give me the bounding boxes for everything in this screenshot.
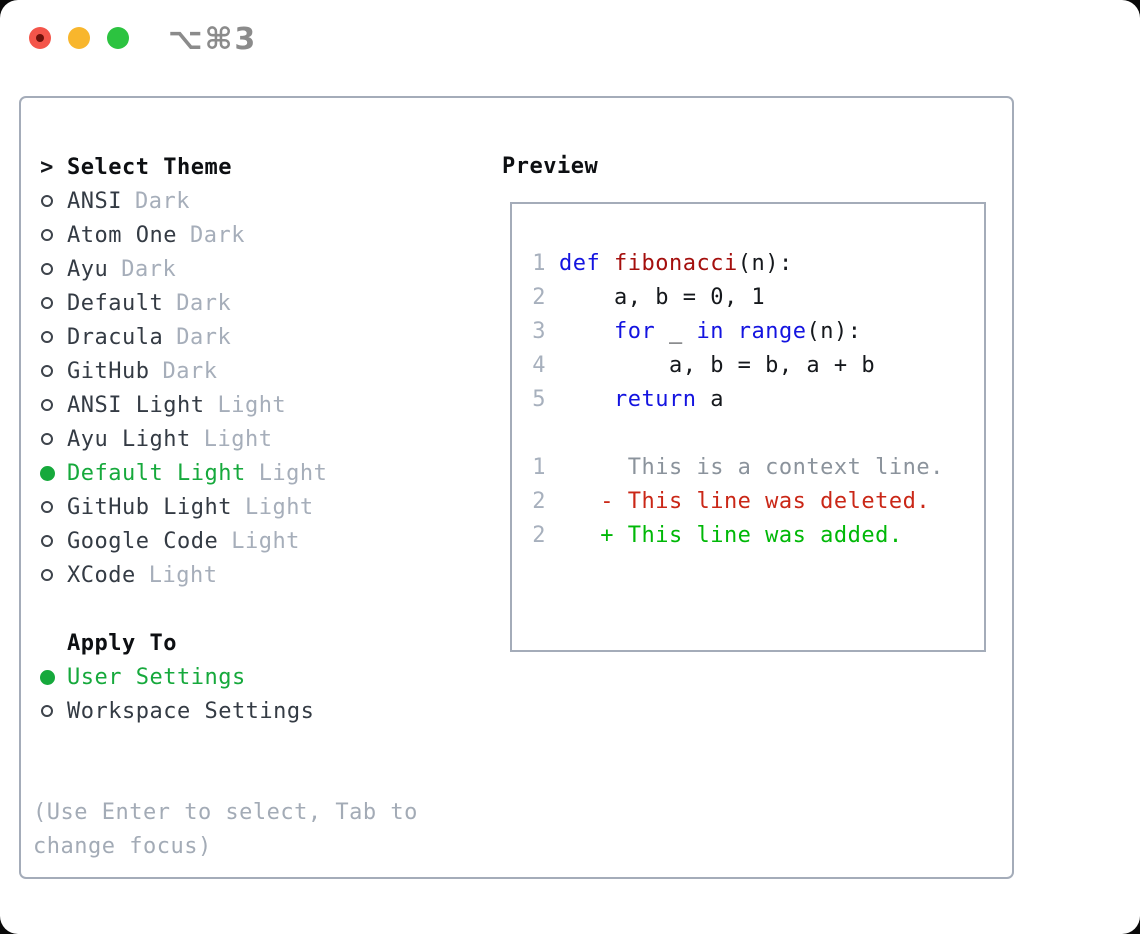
item-label: GitHub (67, 358, 150, 384)
window-title-shortcut: ⌥⌘3 (168, 22, 258, 57)
item-label: ANSI Light (67, 392, 205, 418)
radio-icon (41, 229, 53, 241)
theme-option-default-light[interactable]: Default Light Light (33, 456, 503, 490)
apply-option-user-settings[interactable]: User Settings (33, 660, 503, 694)
radio-icon (41, 331, 53, 343)
item-variant-badge: Dark (176, 324, 232, 350)
radio-icon (41, 365, 53, 377)
item-variant-badge: Light (244, 494, 314, 520)
code-text: + This line was added. (559, 523, 903, 548)
code-line: 2 a, b = 0, 1 (512, 281, 984, 315)
minimize-button[interactable] (68, 27, 90, 49)
theme-option-ansi[interactable]: ANSI Dark (33, 184, 503, 218)
theme-option-ayu[interactable]: Ayu Dark (33, 252, 503, 286)
help-text: (Use Enter to select, Tab to change focu… (33, 800, 418, 859)
item-label: XCode (67, 562, 136, 588)
item-variant-badge: Light (148, 562, 218, 588)
theme-option-ayu-light[interactable]: Ayu Light Light (33, 422, 503, 456)
line-number: 1 (532, 251, 546, 276)
preview-title: Preview (502, 154, 599, 179)
item-variant-badge: Dark (121, 256, 177, 282)
code-line: 5 return a (512, 383, 984, 417)
code-text: - This line was deleted. (559, 489, 931, 514)
item-label: Ayu Light (67, 426, 191, 452)
code-line: 2 + This line was added. (512, 519, 984, 553)
line-number: 2 (532, 285, 546, 310)
theme-list-title: Select Theme (67, 154, 232, 180)
line-number: 5 (532, 387, 546, 412)
item-label: Dracula (67, 324, 164, 350)
radio-icon (41, 501, 53, 513)
theme-option-atom-one[interactable]: Atom One Dark (33, 218, 503, 252)
radio-icon (41, 263, 53, 275)
apply-to-list: User Settings Workspace Settings (33, 660, 503, 728)
line-number: 2 (532, 489, 546, 514)
code-line: 1 def fibonacci(n): (512, 247, 984, 281)
item-variant-badge: Light (231, 528, 300, 554)
line-number: 2 (532, 523, 546, 548)
item-variant-badge: Light (217, 392, 287, 418)
theme-list-header-row: > Select Theme (33, 150, 503, 184)
line-number: 4 (532, 353, 546, 378)
item-variant-badge: Dark (162, 358, 218, 384)
code-line: 4 a, b = b, a + b (512, 349, 984, 383)
code-text: return a (613, 387, 724, 412)
item-label: Atom One (67, 222, 177, 248)
theme-option-ansi-light[interactable]: ANSI Light Light (33, 388, 503, 422)
apply-to-title: Apply To (67, 630, 177, 656)
code-line: 1 This is a context line. (512, 451, 984, 485)
item-variant-badge: Light (258, 460, 328, 486)
radio-icon (41, 569, 53, 581)
radio-icon (41, 399, 53, 411)
item-variant-badge: Dark (189, 222, 245, 248)
radio-icon (39, 465, 55, 481)
item-variant-badge: Dark (134, 188, 190, 214)
code-line (512, 417, 984, 451)
code-text: This is a context line. (559, 455, 944, 480)
radio-icon (41, 297, 53, 309)
radio-icon (41, 705, 53, 717)
line-number: 3 (532, 319, 546, 344)
titlebar: ⌥⌘3 (0, 0, 1140, 76)
record-dot-icon (36, 34, 44, 42)
item-label: Ayu (67, 256, 109, 282)
item-label: Default (67, 290, 164, 316)
item-label: GitHub Light (67, 494, 232, 520)
apply-option-workspace-settings[interactable]: Workspace Settings (33, 694, 503, 728)
code-text: a, b = 0, 1 (559, 285, 766, 310)
theme-option-github-light[interactable]: GitHub Light Light (33, 490, 503, 524)
main-panel: > Select Theme ANSI Dark Atom One Dark A… (19, 96, 1014, 879)
theme-option-xcode[interactable]: XCode Light (33, 558, 503, 592)
theme-option-default[interactable]: Default Dark (33, 286, 503, 320)
code-line: 2 - This line was deleted. (512, 485, 984, 519)
code-text: def fibonacci(n): (559, 251, 793, 276)
radio-icon (41, 535, 53, 547)
line-number (512, 417, 546, 451)
theme-list: ANSI Dark Atom One Dark Ayu Dark Default… (33, 184, 503, 592)
code-text: for _ in range(n): (613, 319, 862, 344)
code-preview: 1 def fibonacci(n): 2 a, b = 0, 1 3 for … (512, 247, 984, 553)
item-label: Workspace Settings (67, 698, 315, 724)
radio-icon (41, 195, 53, 207)
theme-option-google-code[interactable]: Google Code Light (33, 524, 503, 558)
item-variant-badge: Light (203, 426, 273, 452)
cursor-icon: > (40, 154, 54, 180)
line-number: 1 (532, 455, 546, 480)
theme-option-github[interactable]: GitHub Dark (33, 354, 503, 388)
theme-selector: > Select Theme ANSI Dark Atom One Dark A… (33, 150, 503, 864)
radio-icon (39, 669, 55, 685)
item-label: User Settings (67, 664, 246, 690)
code-line: 3 for _ in range(n): (512, 315, 984, 349)
maximize-button[interactable] (107, 27, 129, 49)
item-label: Google Code (67, 528, 219, 554)
code-text: a, b = b, a + b (559, 353, 876, 378)
item-variant-badge: Dark (176, 290, 232, 316)
item-label: ANSI (67, 188, 122, 214)
close-button[interactable] (29, 27, 51, 49)
item-label: Default Light (67, 460, 246, 486)
radio-icon (41, 433, 53, 445)
theme-option-dracula[interactable]: Dracula Dark (33, 320, 503, 354)
preview-pane: 1 def fibonacci(n): 2 a, b = 0, 1 3 for … (510, 202, 986, 652)
apply-to-header-row: Apply To (33, 626, 503, 660)
